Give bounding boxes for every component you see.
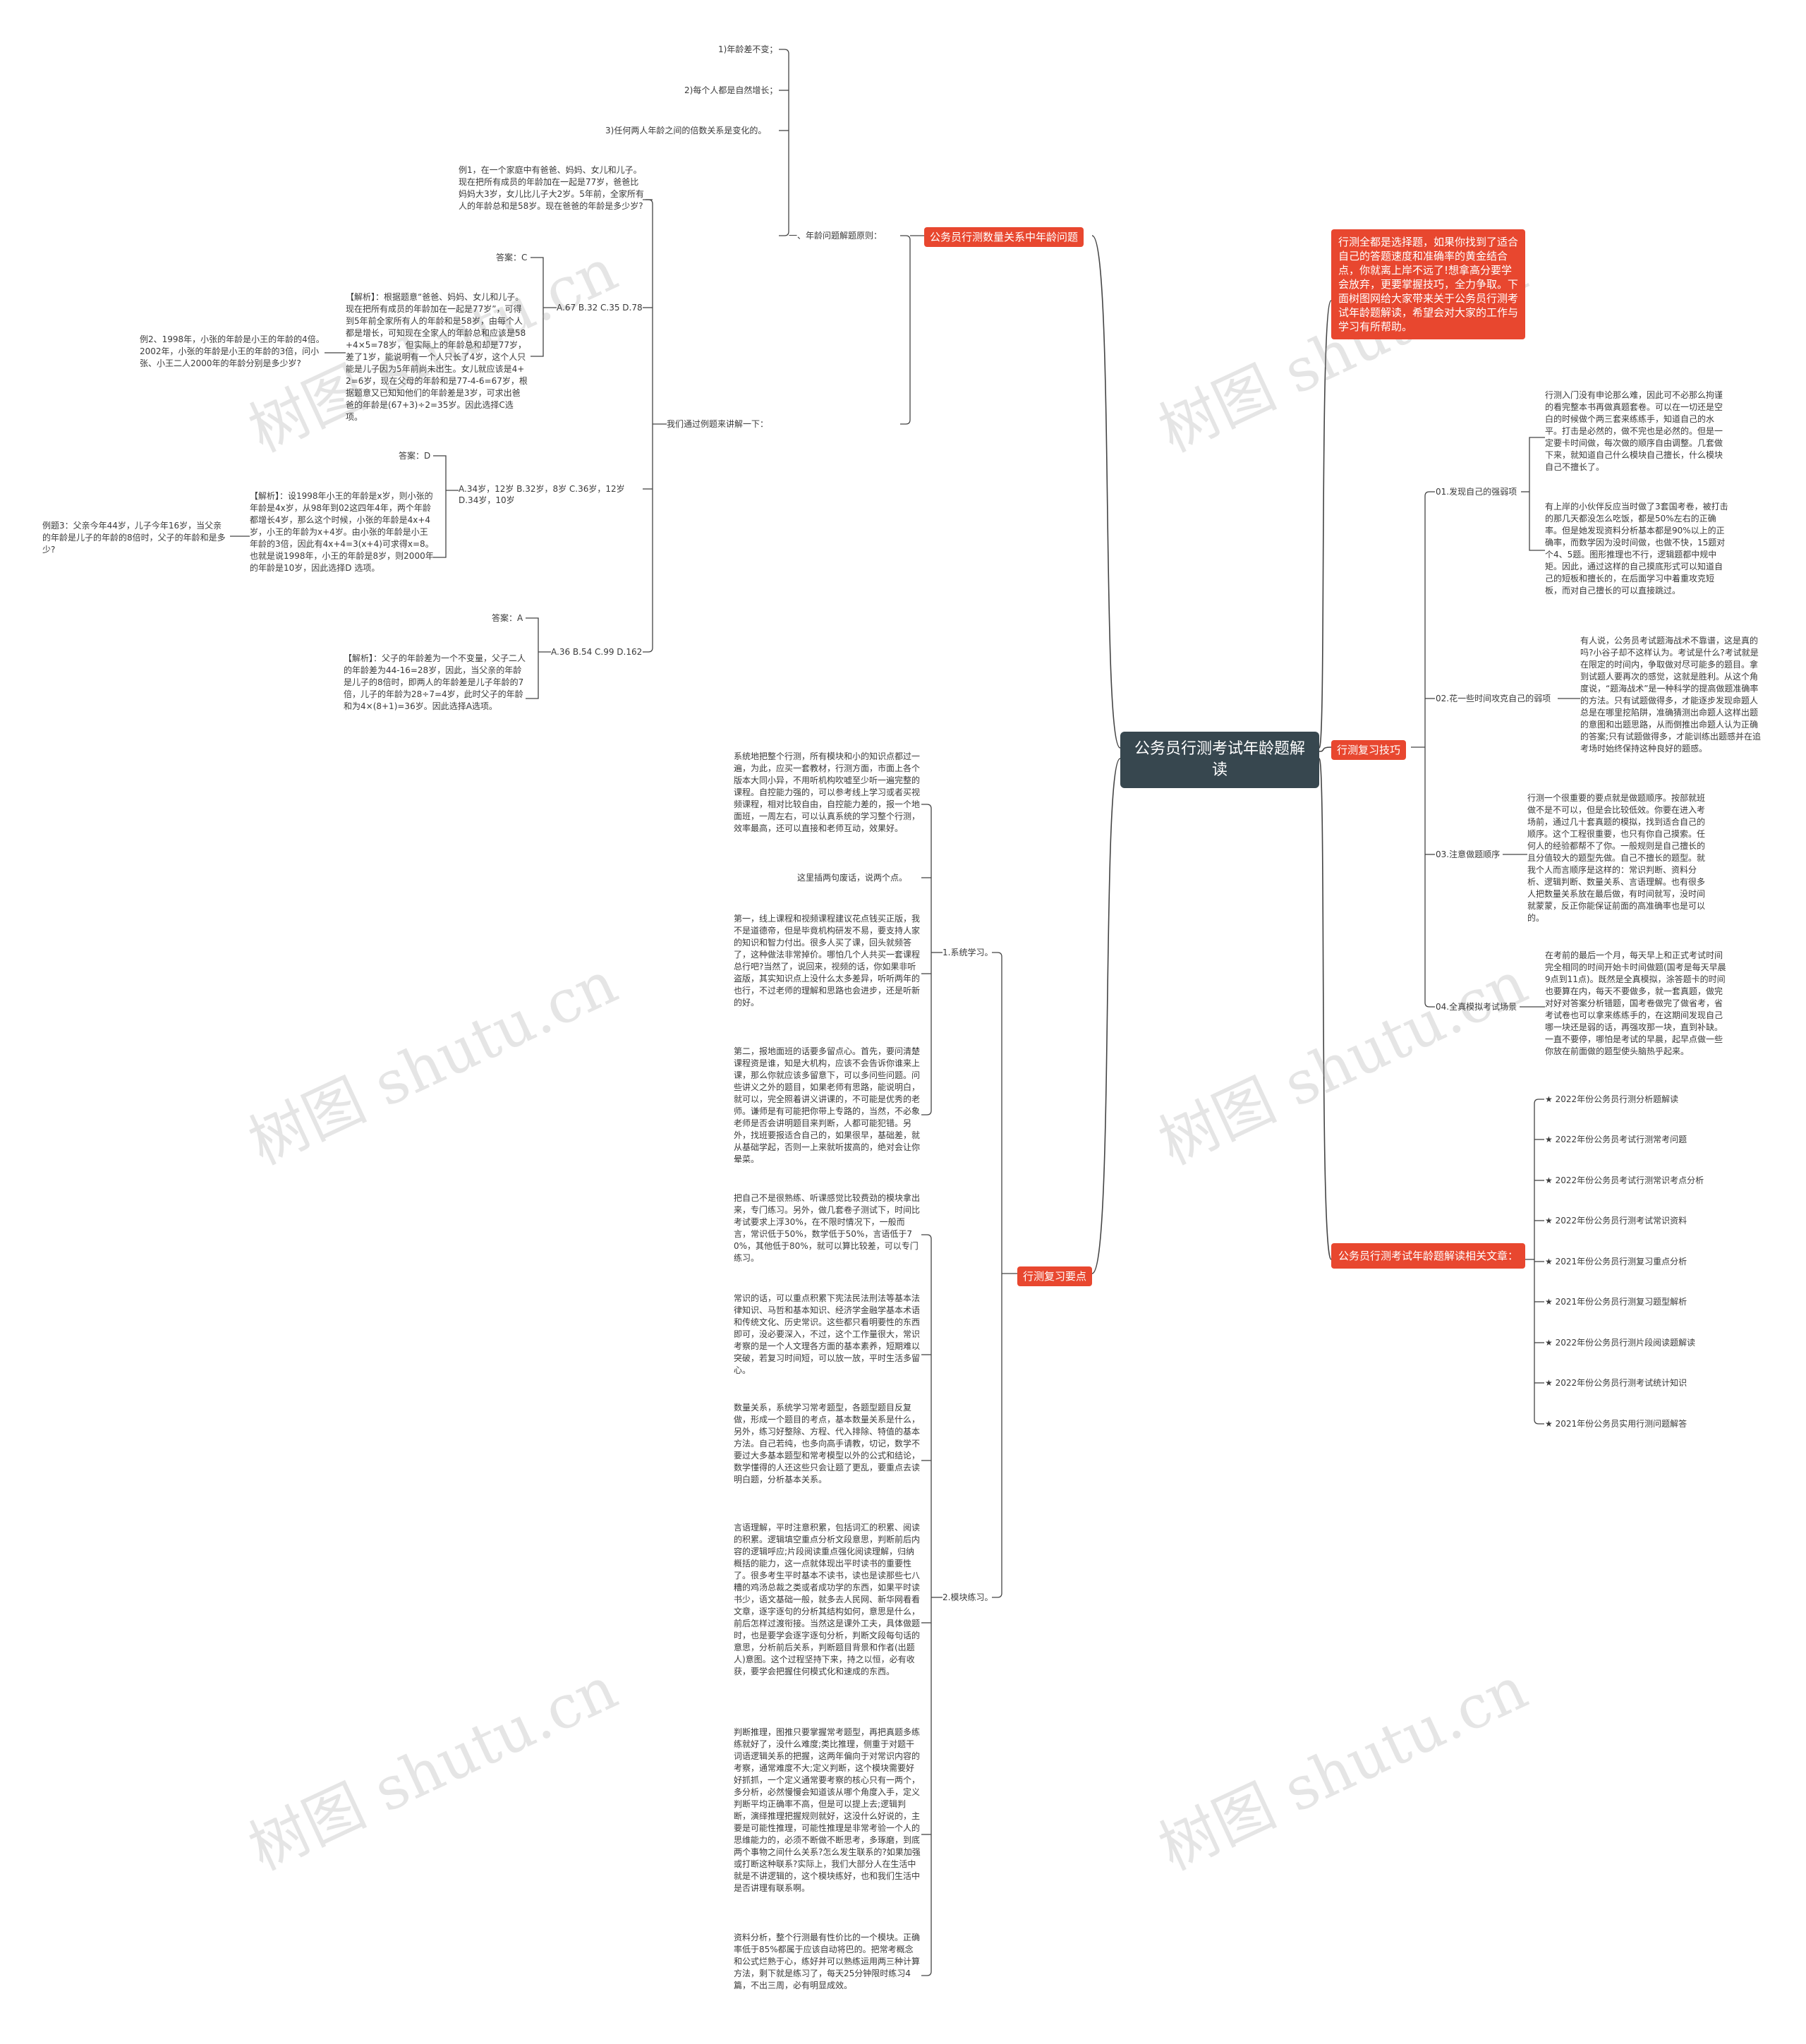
connector-line [1424, 1002, 1435, 1008]
connector-line [992, 952, 1002, 957]
study-text: 第二，报地面班的话要多留点心。首先，要问清楚课程资是谁，知是大机构，应该不会告诉… [734, 1046, 921, 1164]
example1-answer[interactable]: 答案：C [496, 253, 528, 262]
sub-examples[interactable]: 我们通过例题来讲解一下： [667, 419, 769, 429]
practice-text: 常识的话，可以重点积累下宪法民法刑法等基本法律知识、马哲和基本知识、经济学金融学… [734, 1293, 921, 1375]
connector-line [779, 49, 789, 54]
sub-systematic-study[interactable]: 1.系统学习。 [943, 948, 993, 957]
principle-item[interactable]: 3)任何两人年龄之间的倍数关系是变化的。 [605, 126, 767, 135]
study-text: 这里插两句废话，说两个点。 [797, 873, 908, 883]
connector-line [921, 1110, 932, 1115]
connector-line [1529, 437, 1545, 492]
connector-line [433, 490, 447, 558]
example3-answer[interactable]: 答案：A [492, 613, 523, 623]
branch-related-articles[interactable]: 公务员行测考试年龄题解读相关文章： [1331, 1243, 1525, 1269]
connector-line [900, 235, 911, 241]
sub-module-practice[interactable]: 2.模块练习。 [943, 1592, 993, 1602]
tip-label-order[interactable]: 03.注意做题顺序 [1436, 849, 1501, 859]
connector-line [1424, 491, 1435, 497]
connector-line [1319, 300, 1332, 749]
related-link[interactable]: ★ 2022年份公务员行测考试统计知识 [1545, 1378, 1687, 1388]
connector-line [779, 231, 789, 236]
practice-text: 把自己不是很熟练、听课感觉比较费劲的模块拿出来，专门练习。另外，做几套卷子测试下… [734, 1193, 921, 1263]
related-link[interactable]: ★ 2022年份公务员行测片段阅读题解读 [1545, 1338, 1696, 1348]
practice-text: 数量关系，系统学习常考题型，各题型题目反复做，形成一个题目的考点，基本数量关系是… [734, 1403, 921, 1484]
connector-line [433, 455, 447, 490]
branch-age-problem[interactable]: 公务员行测数量关系中年龄问题 [924, 227, 1084, 247]
example1-question: 例1，在一个家庭中有爸爸、妈妈、女儿和儿子。现在把所有成员的年龄加在一起是77岁… [459, 165, 644, 211]
tip-text: 行测入门没有申论那么难，因此可不必那么拘谨的看完整本书再做真题套卷。可以在一切还… [1545, 390, 1723, 472]
connector-line [921, 804, 932, 809]
practice-text: 言语理解，平时注意积累，包括词汇的积累、阅读的积累。逻辑填空重点分析文段意思，判… [734, 1523, 921, 1676]
practice-text: 判断推理，图推只要掌握常考题型，再把真题多练练就好了，没什么难度;类比推理，侧重… [734, 1727, 921, 1893]
principle-item[interactable]: 2)每个人都是自然增长； [684, 85, 778, 95]
study-text: 第一，线上课程和视频课程建议花点钱买正版，我不是道德帝，但是毕竟机构研发不易，要… [734, 914, 921, 1008]
study-text: 系统地把整个行测，所有模块和小的知识点都过一遍，为此，应买一套教材，行测方面，市… [734, 751, 921, 833]
connector-line [526, 617, 539, 652]
connector-line [1534, 1099, 1544, 1104]
connector-line [1319, 758, 1332, 1260]
tip-label-weakness[interactable]: 02.花一些时间攻克自己的弱项 [1436, 694, 1551, 703]
example3-options[interactable]: A.36 B.54 C.99 D.162 [551, 647, 643, 657]
example2-analysis: 【解析】：设1998年小王的年龄是x岁，则小张的年龄是4x岁，从98年到02这四… [250, 491, 434, 573]
example1-options[interactable]: A.67 B.32 C.35 D.78 [557, 303, 643, 313]
practice-text: 资料分析，整个行测最有性价比的一个模块。正确率低于85%都属于应该自动将巴的。把… [734, 1933, 921, 1990]
connector-line [900, 419, 911, 425]
connector-line [1091, 758, 1121, 1274]
tip-label-strengths[interactable]: 01.发现自己的强弱项 [1436, 487, 1517, 497]
related-link[interactable]: ★ 2022年份公务员考试行测常识考点分析 [1545, 1175, 1704, 1185]
principle-item[interactable]: 1)年龄差不变； [718, 44, 778, 54]
related-link[interactable]: ★ 2022年份公务员考试行测常考问题 [1545, 1135, 1687, 1144]
connector-line [526, 652, 539, 699]
branch-review-points[interactable]: 行测复习要点 [1017, 1266, 1093, 1286]
example2-question: 例2、1998年，小张的年龄是小王的年龄的4倍。2002年，小张的年龄是小王的年… [140, 334, 325, 368]
connector-line [531, 257, 544, 308]
related-link[interactable]: ★ 2022年份公务员行测分析题解读 [1545, 1094, 1679, 1104]
tip-text: 在考前的最后一个月，每天早上和正式考试时间完全相同的时间开始卡时间做题(国考是每… [1545, 950, 1726, 1056]
example1-analysis: 【解析】：根据题意“爸爸、妈妈、女儿和儿子。现在把所有成员的年龄加在一起是77岁… [346, 292, 528, 422]
example3-analysis: 【解析】：父子的年龄差为一个不变量，父子二人的年龄差为44-16=28岁，因此，… [344, 653, 526, 711]
tip-text: 有人说，公务员考试题海战术不靠谱，这是真的吗?小谷子却不这样认为。考试是什么?考… [1580, 636, 1762, 754]
connector-line [1091, 235, 1121, 749]
connector-line [992, 1592, 1002, 1598]
related-link[interactable]: ★ 2021年份公务员实用行测问题解答 [1545, 1419, 1687, 1429]
branch-review-tips[interactable]: 行测复习技巧 [1331, 740, 1407, 760]
connector-line [1534, 1419, 1544, 1425]
intro-topic[interactable]: 行测全都是选择题，如果你找到了适合自己的答题速度和准确率的黄金结合点，你就离上岸… [1331, 229, 1525, 339]
connector-line [921, 1234, 932, 1240]
tip-text: 行测一个很重要的要点就是做题顺序。按部就班做不是不可以，但是会比较低效。你要在进… [1527, 793, 1706, 923]
tip-label-simulation[interactable]: 04.全真模拟考试场景 [1436, 1002, 1517, 1012]
connector-line [1529, 492, 1545, 551]
tip-text: 有上岸的小伙伴反应当时做了3套国考卷，被打击的那几天都没怎么吃饭，都是50%左右… [1545, 502, 1728, 595]
related-link[interactable]: ★ 2021年份公务员行测复习题型解析 [1545, 1297, 1687, 1307]
related-link[interactable]: ★ 2022年份公务员行测考试常识资料 [1545, 1216, 1687, 1226]
connector-line [1319, 746, 1332, 752]
example2-options[interactable]: A.34岁，12岁 B.32岁，8岁 C.36岁，12岁 D.34岁，10岁 [459, 484, 625, 505]
example2-answer[interactable]: 答案：D [399, 451, 431, 461]
root-topic[interactable]: 公务员行测考试年龄题解读 [1120, 732, 1319, 788]
related-link[interactable]: ★ 2021年份公务员行测复习重点分析 [1545, 1257, 1687, 1266]
connector-line [921, 1971, 932, 1976]
connector-line [643, 647, 653, 653]
connector-line [531, 308, 544, 357]
example3-question: 例题3：父亲今年44岁，儿子今年16岁，当父亲的年龄是儿子的年龄的8倍时，父子的… [42, 521, 226, 555]
sub-principles[interactable]: 一、年龄问题解题原则： [789, 231, 883, 241]
